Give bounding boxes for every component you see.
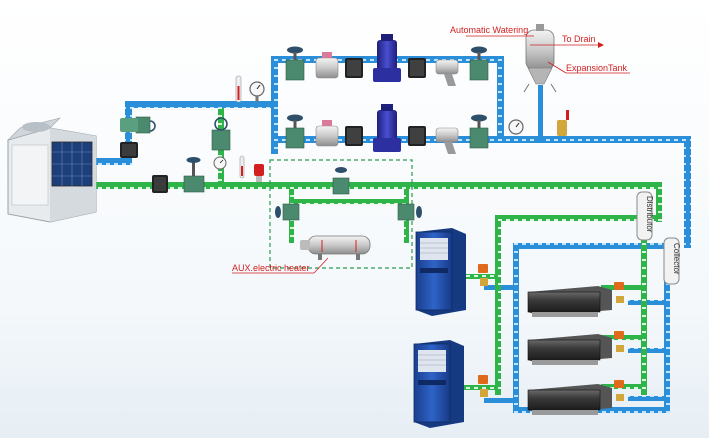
motorized-valve-icon bbox=[478, 264, 488, 397]
gate-valve-icon bbox=[211, 117, 231, 151]
check-valve-icon bbox=[315, 52, 339, 79]
relief-valve-icon bbox=[254, 164, 264, 182]
upper-pump-row bbox=[285, 34, 489, 86]
pressure-gauge-icon bbox=[213, 156, 227, 170]
gate-valve-icon bbox=[285, 114, 305, 149]
air-vent-icon bbox=[557, 110, 569, 136]
automatic-watering-label: Automatic Watering bbox=[450, 25, 528, 35]
flexible-joint-icon bbox=[408, 126, 426, 146]
motorized-valve-icon bbox=[614, 282, 624, 401]
expansion-tank-label: ExpansionTank bbox=[566, 63, 628, 73]
thermometer-icon bbox=[235, 75, 242, 103]
fan-coil-unit-icon bbox=[527, 384, 612, 415]
flexible-joint-icon bbox=[408, 58, 426, 78]
flexible-joint-icon bbox=[120, 142, 138, 158]
gate-valve-icon bbox=[285, 46, 305, 81]
check-valve-icon bbox=[315, 120, 339, 147]
y-strainer-icon bbox=[435, 127, 459, 154]
air-handling-unit-icon bbox=[413, 340, 464, 428]
circulation-pump-icon bbox=[373, 34, 401, 82]
gate-valve-icon bbox=[183, 157, 205, 193]
gate-valve-icon bbox=[120, 116, 156, 134]
return-piping bbox=[96, 56, 691, 413]
distributor: Distributor bbox=[636, 191, 654, 241]
annotations bbox=[232, 35, 630, 274]
air-handling-unit-icon bbox=[415, 228, 466, 316]
gate-valve-icon bbox=[275, 203, 300, 221]
pressure-gauge-icon bbox=[249, 81, 265, 102]
pressure-gauge-icon bbox=[508, 119, 524, 135]
to-drain-label: To Drain bbox=[562, 34, 596, 44]
gate-valve-icon bbox=[397, 203, 422, 221]
outdoor-heat-pump-unit-icon bbox=[6, 117, 97, 223]
gate-valve-icon bbox=[332, 167, 350, 195]
thermometer-icon bbox=[239, 155, 245, 179]
collector: Collector bbox=[663, 237, 681, 285]
y-strainer-icon bbox=[435, 59, 459, 86]
gate-valve-icon bbox=[469, 114, 489, 149]
fan-coil-unit-icon bbox=[527, 286, 612, 317]
lower-pump-row bbox=[285, 104, 489, 154]
gate-valve-icon bbox=[469, 46, 489, 81]
flexible-joint-icon bbox=[345, 126, 363, 146]
electric-heater-icon bbox=[300, 235, 371, 260]
aux-electric-heater-label: AUX.electric heater bbox=[232, 263, 310, 273]
distributor-label: Distributor bbox=[645, 196, 654, 233]
flexible-joint-icon bbox=[152, 175, 168, 193]
collector-label: Collector bbox=[672, 243, 681, 275]
fan-coil-unit-icon bbox=[527, 334, 612, 365]
expansion-tank-icon bbox=[523, 24, 557, 93]
flexible-joint-icon bbox=[345, 58, 363, 78]
circulation-pump-icon bbox=[373, 104, 401, 152]
